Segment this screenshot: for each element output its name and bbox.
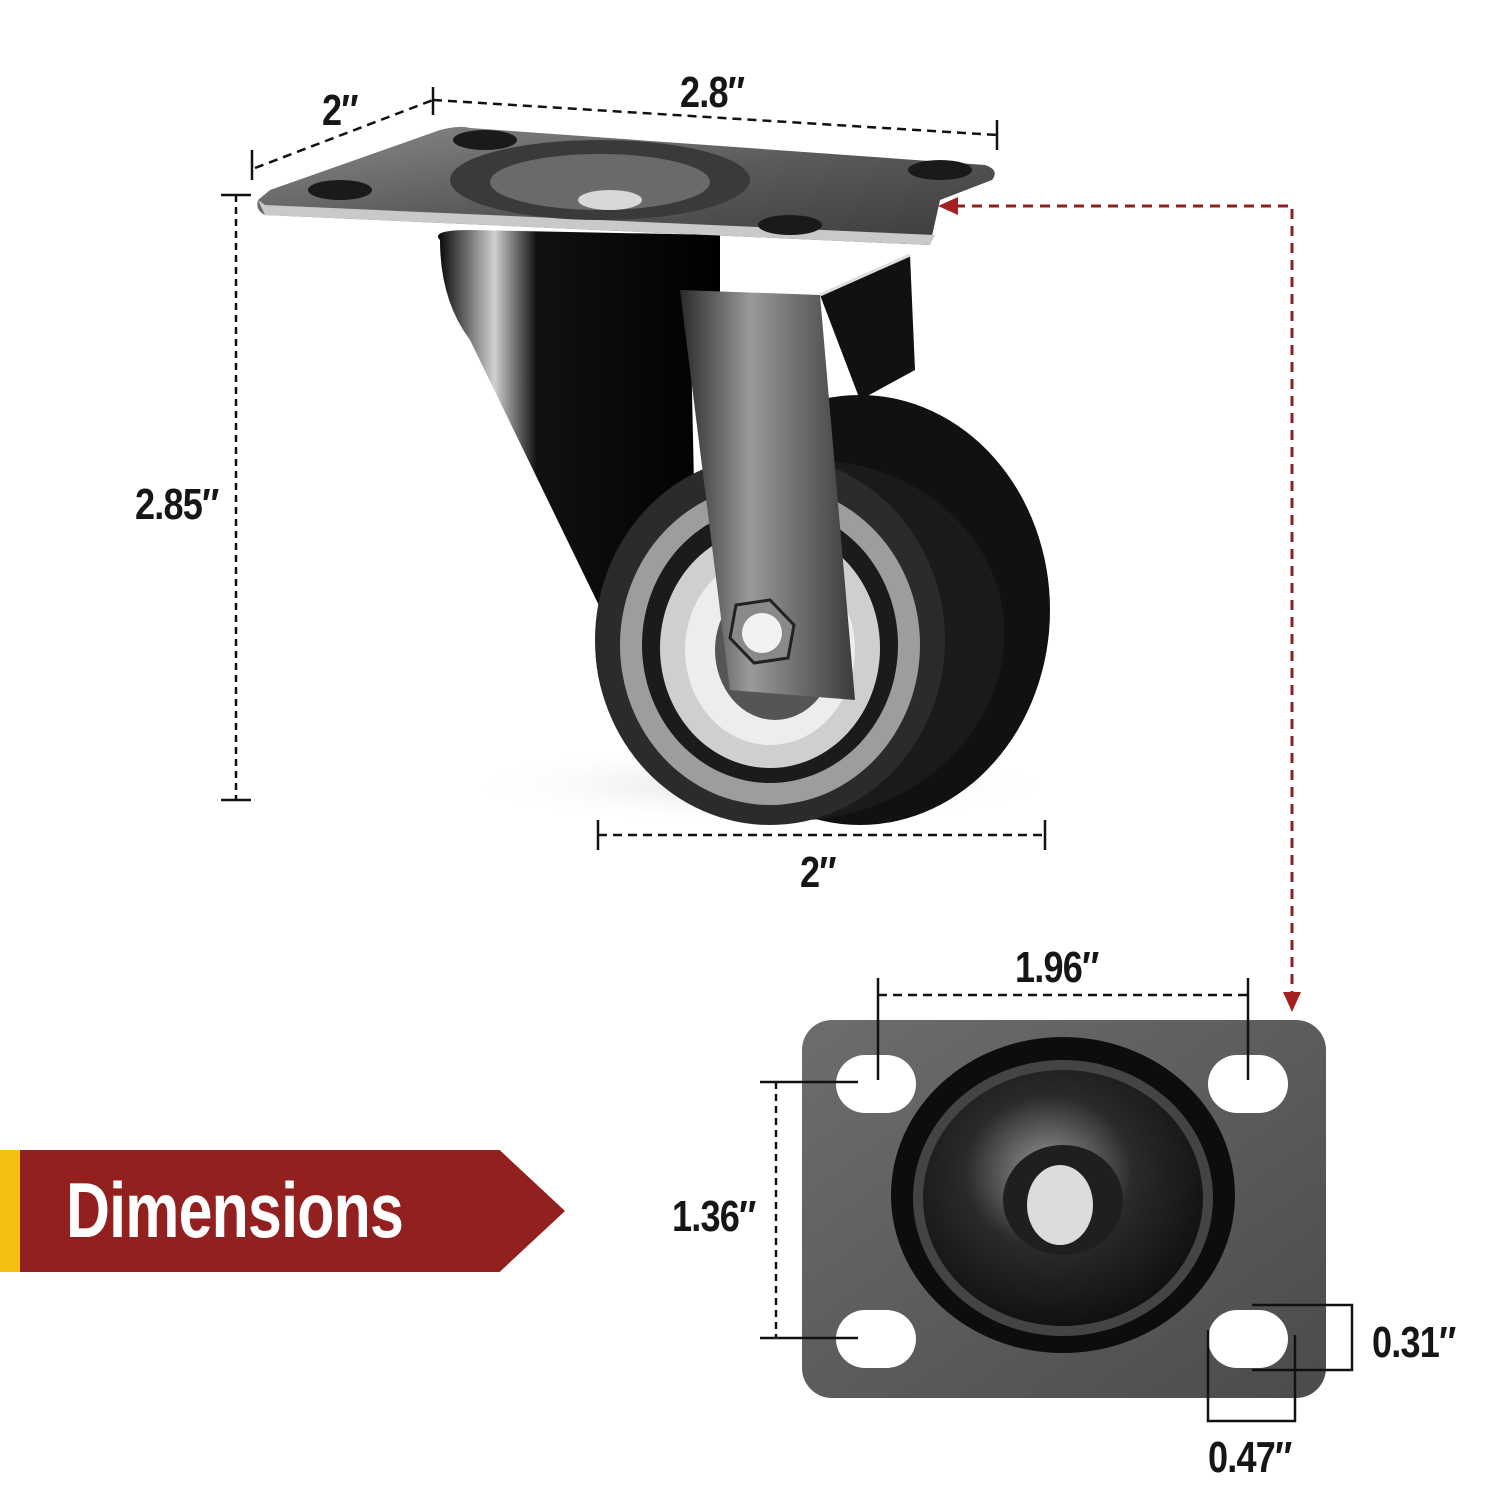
dimension-lines-top — [221, 87, 1047, 850]
top-plate — [257, 126, 995, 245]
axle-nut — [728, 598, 796, 665]
fork-front — [680, 290, 855, 700]
slot-width-label: 0.47″ — [1208, 1433, 1292, 1482]
mounting-slot — [836, 1310, 916, 1368]
banner-accent-stripe — [0, 1150, 20, 1272]
plate-width-label: 2.8″ — [680, 68, 745, 117]
hole-spacing-horizontal-label: 1.96″ — [1015, 943, 1099, 992]
connector-arrow — [938, 197, 1301, 1012]
mounting-slot — [1208, 1055, 1288, 1113]
overall-height-label: 2.85″ — [135, 480, 219, 529]
plate-depth-label: 2″ — [322, 86, 359, 135]
wheel-diameter-label: 2″ — [800, 848, 837, 897]
dimension-lines-bottom — [760, 978, 1354, 1423]
fork-inner — [820, 255, 915, 400]
hole-spacing-vertical-label: 1.36″ — [672, 1192, 756, 1241]
slot-height-label: 0.31″ — [1372, 1318, 1456, 1367]
bottom-plate — [802, 1020, 1326, 1398]
title-banner — [0, 1150, 565, 1272]
mounting-slot — [836, 1055, 916, 1113]
banner-title: Dimensions — [66, 1166, 404, 1254]
mounting-slot — [1208, 1310, 1288, 1368]
banner-arrow-shape — [20, 1150, 565, 1272]
